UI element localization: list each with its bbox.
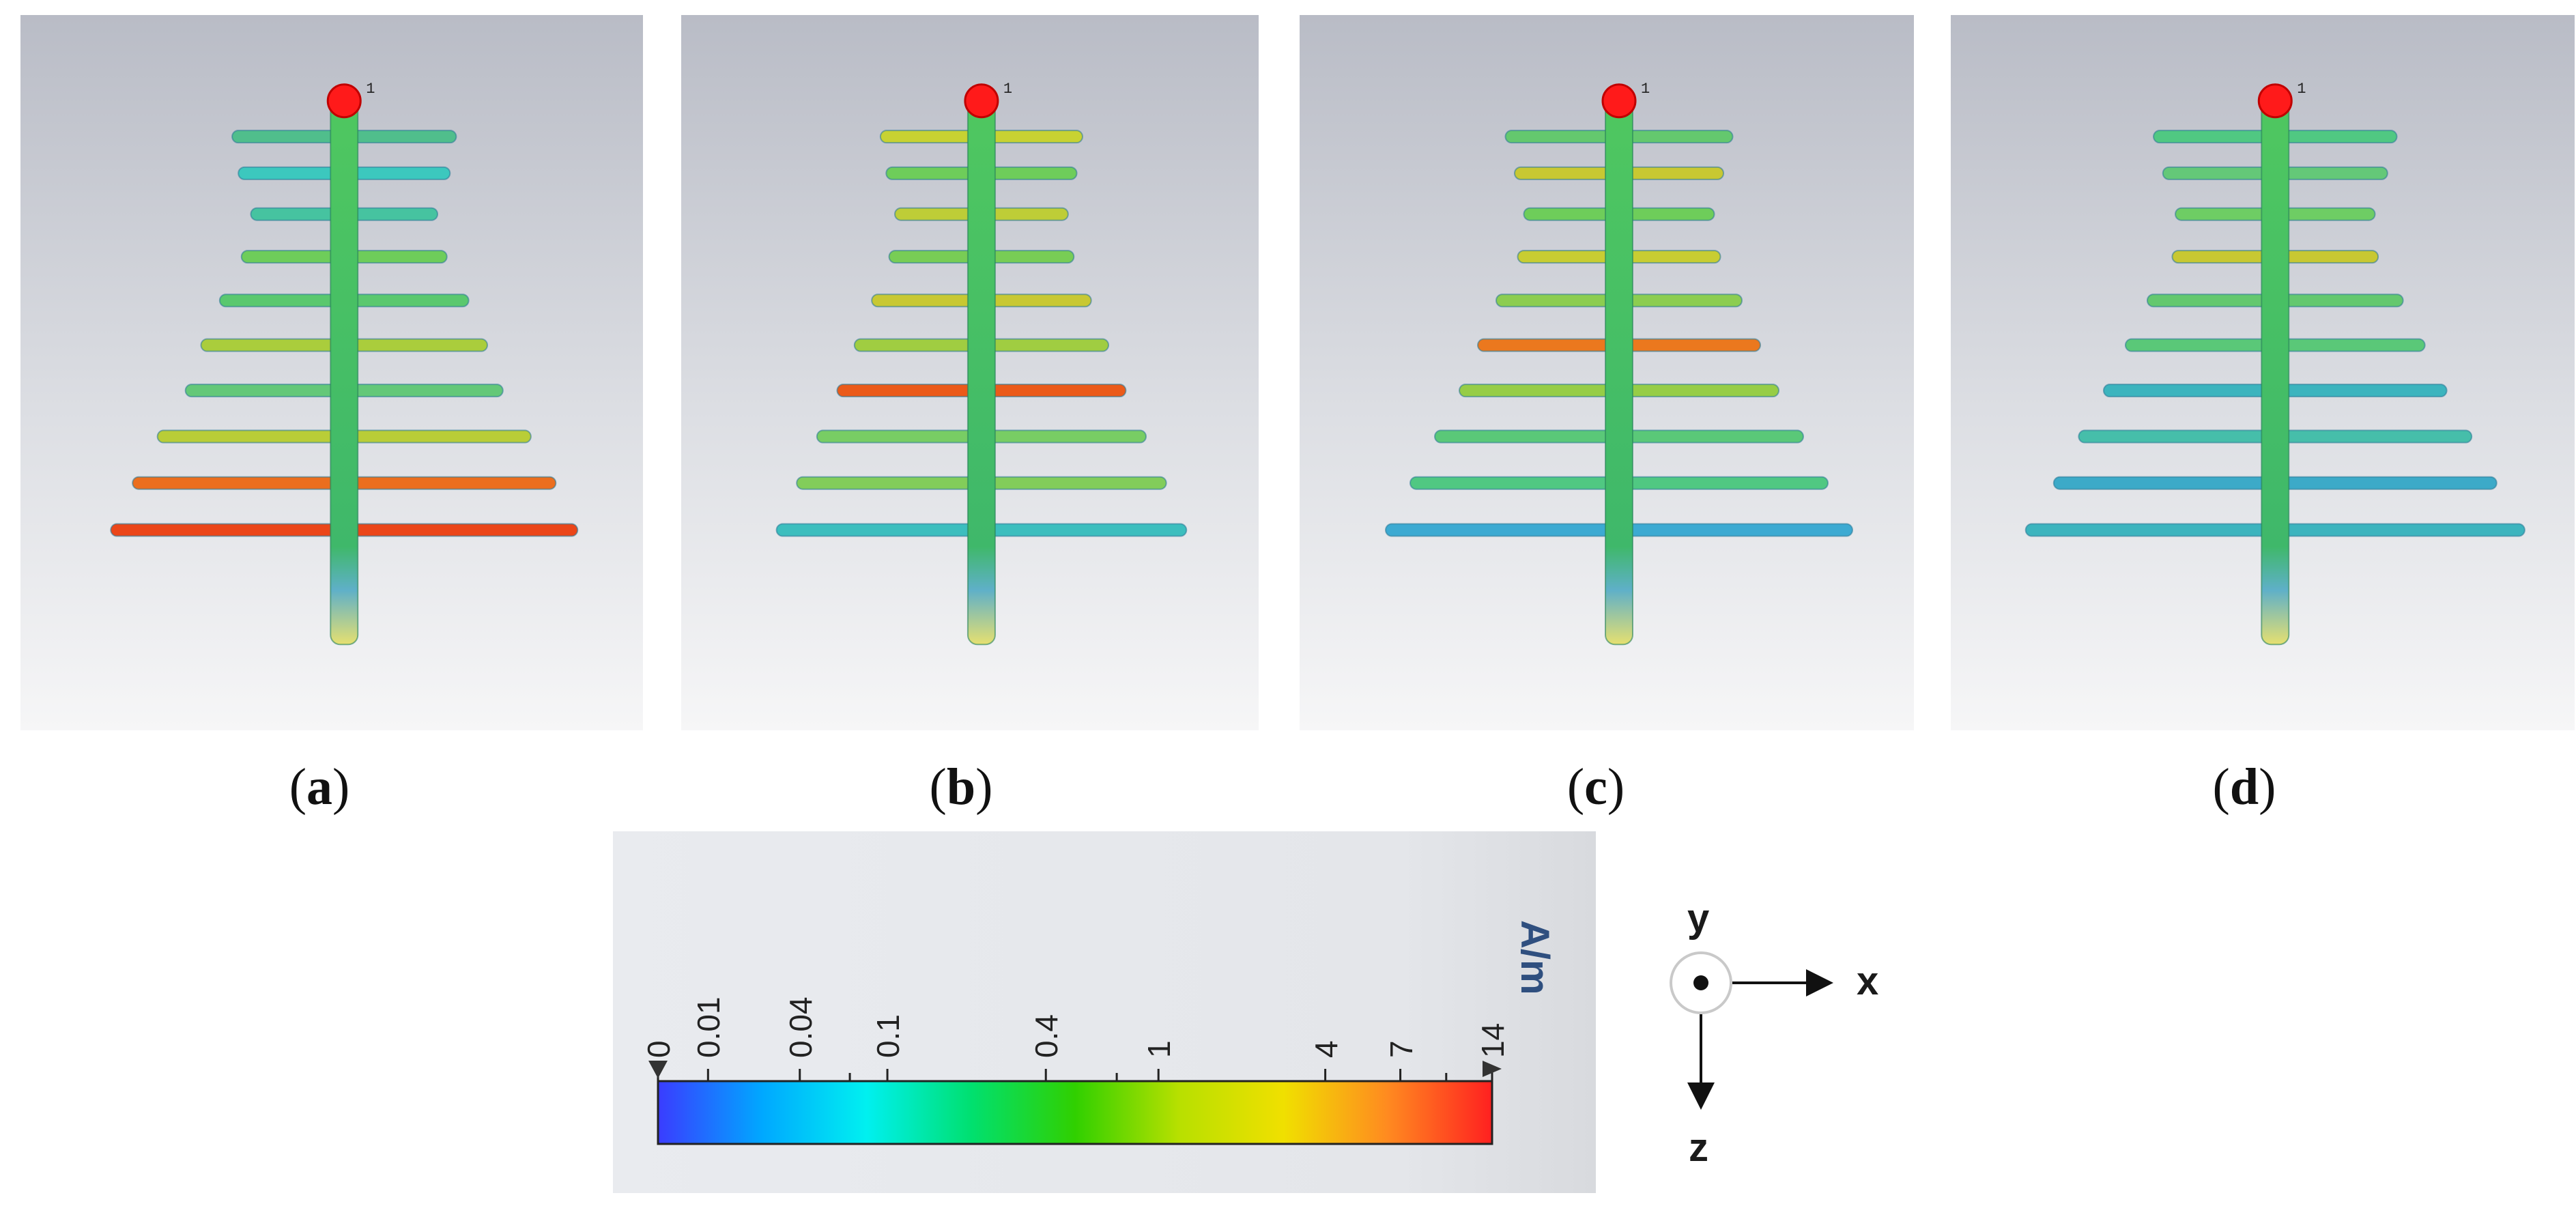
caption-b: (b) bbox=[929, 758, 993, 816]
colorbar-unit-label: A/m bbox=[1513, 920, 1557, 995]
port-label: 1 bbox=[1003, 81, 1012, 98]
caption-letter-b: b bbox=[946, 758, 976, 816]
panel-c: 1 bbox=[1300, 15, 1914, 730]
colorbar-min-handle bbox=[648, 1061, 668, 1078]
y-axis-label: y bbox=[1687, 896, 1710, 941]
boom-feed-line bbox=[2261, 100, 2290, 646]
boom-feed-line bbox=[1605, 100, 1633, 646]
colorbar-max-handle bbox=[1483, 1061, 1502, 1077]
antenna-render-b: 1 bbox=[681, 15, 1259, 730]
panel-b: 1 bbox=[681, 15, 1259, 730]
colorbar-gradient bbox=[657, 1080, 1493, 1145]
caption-a: (a) bbox=[289, 758, 350, 816]
x-axis-label: x bbox=[1857, 959, 1879, 1003]
boom-feed-line bbox=[330, 100, 359, 646]
panel-d: 1 bbox=[1951, 15, 2575, 730]
port-label: 1 bbox=[2297, 81, 2306, 98]
caption-letter-a: a bbox=[306, 758, 332, 816]
port-label: 1 bbox=[1641, 81, 1650, 98]
caption-letter-d: d bbox=[2229, 758, 2259, 816]
port-marker bbox=[2257, 83, 2293, 119]
z-axis-label: z bbox=[1689, 1125, 1708, 1170]
coordinate-axes: y x z bbox=[1652, 887, 1938, 1188]
panel-a: 1 bbox=[20, 15, 643, 730]
antenna-render-d: 1 bbox=[1951, 15, 2575, 730]
port-marker bbox=[326, 83, 362, 119]
coordinate-axes-graphic bbox=[1670, 951, 1833, 1110]
antenna-render-a: 1 bbox=[20, 15, 643, 730]
caption-c: (c) bbox=[1566, 758, 1625, 816]
caption-letter-c: c bbox=[1584, 758, 1607, 816]
port-label: 1 bbox=[366, 81, 375, 98]
caption-d: (d) bbox=[2212, 758, 2276, 816]
colorbar-graphic bbox=[648, 1061, 1502, 1145]
port-marker bbox=[964, 83, 999, 119]
antenna-render-c: 1 bbox=[1300, 15, 1914, 730]
boom-feed-line bbox=[967, 100, 996, 646]
port-marker bbox=[1601, 83, 1637, 119]
